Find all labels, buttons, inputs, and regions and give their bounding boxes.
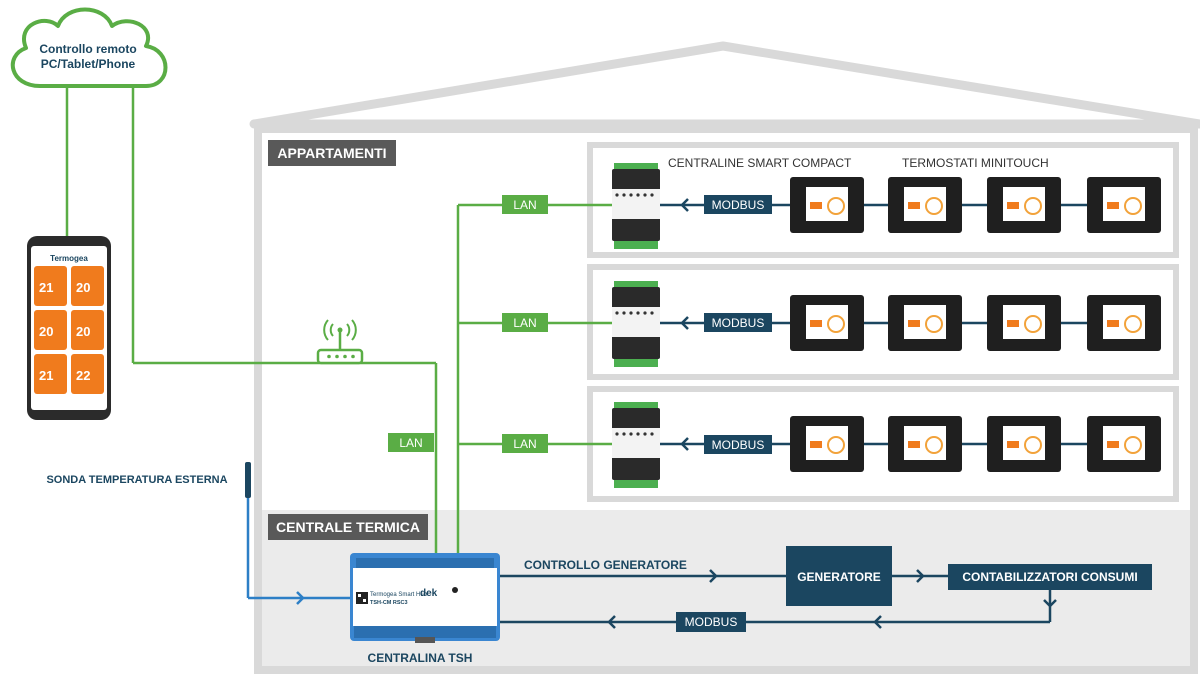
phone-tile: 22 — [71, 354, 104, 394]
lan-label-row-1: LAN — [513, 198, 536, 212]
router-icon — [316, 319, 364, 365]
header-thermostats: TERMOSTATI MINITOUCH — [902, 156, 1049, 170]
phone-tile-temp: 20 — [76, 324, 90, 339]
hub-brand: dek — [420, 588, 438, 599]
sensor-probe-icon — [245, 462, 251, 498]
modbus-badge-row-3 — [704, 435, 772, 454]
sensor-wire — [246, 498, 350, 600]
minitouch-thermostat — [888, 177, 962, 233]
minitouch-thermostat — [987, 177, 1061, 233]
modbus-label-row-3: MODBUS — [712, 438, 765, 452]
meters-label: CONTABILIZZATORI CONSUMI — [962, 570, 1137, 584]
plant-modbus-label: MODBUS — [685, 615, 738, 629]
minitouch-thermostat — [790, 295, 864, 351]
plant-arrow-1-icon — [709, 569, 718, 583]
lan-badge-row-3 — [502, 434, 548, 453]
plant-control-label: CONTROLLO GENERATORE — [524, 558, 687, 572]
section-plant-room-bg — [268, 514, 428, 540]
cloud-label-line1: Controllo remoto — [39, 42, 136, 56]
apartment-row — [612, 281, 1161, 367]
section-plant-room: CENTRALE TERMICA — [276, 519, 420, 535]
minitouch-thermostat — [790, 177, 864, 233]
phone-tile-temp: 21 — [39, 368, 53, 383]
modbus-badge-row-1 — [704, 195, 772, 214]
lan-badge-main — [388, 433, 434, 452]
modbus-label-row-2: MODBUS — [712, 316, 765, 330]
minitouch-thermostat — [888, 295, 962, 351]
modbus-arrow-icon — [680, 198, 689, 212]
minitouch-thermostat — [1087, 416, 1161, 472]
sensor-arrow-icon — [296, 591, 305, 605]
sensor-label: SONDA TEMPERATURA ESTERNA — [46, 474, 227, 486]
minitouch-thermostat — [790, 416, 864, 472]
phone-brand: Termogea — [50, 254, 88, 263]
modbus-arrow-icon — [680, 437, 689, 451]
lan-label-main: LAN — [399, 436, 422, 450]
modbus-label-row-1: MODBUS — [712, 198, 765, 212]
phone-tile-temp: 20 — [76, 280, 90, 295]
minitouch-thermostat — [1087, 295, 1161, 351]
plant-arrow-3-icon — [1043, 599, 1057, 608]
section-apartments: APPARTAMENTI — [277, 145, 386, 161]
phone-tile: 21 — [34, 266, 67, 306]
modbus-badge-row-2 — [704, 313, 772, 332]
smart-compact-controller — [612, 402, 660, 488]
apartment-row — [612, 163, 1161, 249]
smart-compact-controller — [612, 163, 660, 249]
smart-hub-device — [350, 553, 500, 643]
hub-caption: CENTRALINA TSH — [368, 651, 473, 665]
plant-arrow-5-icon — [607, 615, 616, 629]
hub-title: Termogea Smart Hub — [370, 592, 428, 598]
plant-modbus-badge — [676, 612, 746, 632]
phone-tiles: 21 20 20 20 21 22 — [34, 266, 104, 394]
phone-tile-temp: 21 — [39, 280, 53, 295]
lan-badge-row-2 — [502, 313, 548, 332]
generator-box — [786, 546, 892, 606]
header-controllers: CENTRALINE SMART COMPACT — [668, 156, 852, 170]
phone-tile: 20 — [71, 266, 104, 306]
lan-label-row-3: LAN — [513, 437, 536, 451]
plant-wiring — [500, 574, 1052, 624]
smart-compact-controller — [612, 281, 660, 367]
phone-tile: 20 — [34, 310, 67, 350]
phone-tile-temp: 20 — [39, 324, 53, 339]
modbus-arrow-icon — [680, 316, 689, 330]
meters-box — [948, 564, 1152, 590]
plant-arrow-4-icon — [873, 615, 882, 629]
minitouch-thermostat — [987, 416, 1061, 472]
plant-arrow-2-icon — [916, 569, 925, 583]
apartment-row — [612, 402, 1161, 488]
phone-tile: 21 — [34, 354, 67, 394]
minitouch-thermostat — [987, 295, 1061, 351]
hub-model: TSH-CM RSC3 — [370, 600, 408, 606]
minitouch-thermostat — [888, 416, 962, 472]
section-apartments-bg — [268, 140, 396, 166]
lan-label-row-2: LAN — [513, 316, 536, 330]
minitouch-thermostat — [1087, 177, 1161, 233]
generator-label: GENERATORE — [797, 570, 881, 584]
cloud-label-line2: PC/Tablet/Phone — [41, 57, 136, 71]
lan-badge-row-1 — [502, 195, 548, 214]
phone-tile: 20 — [71, 310, 104, 350]
cloud-icon — [10, 7, 168, 88]
phone-tile-temp: 22 — [76, 368, 90, 383]
